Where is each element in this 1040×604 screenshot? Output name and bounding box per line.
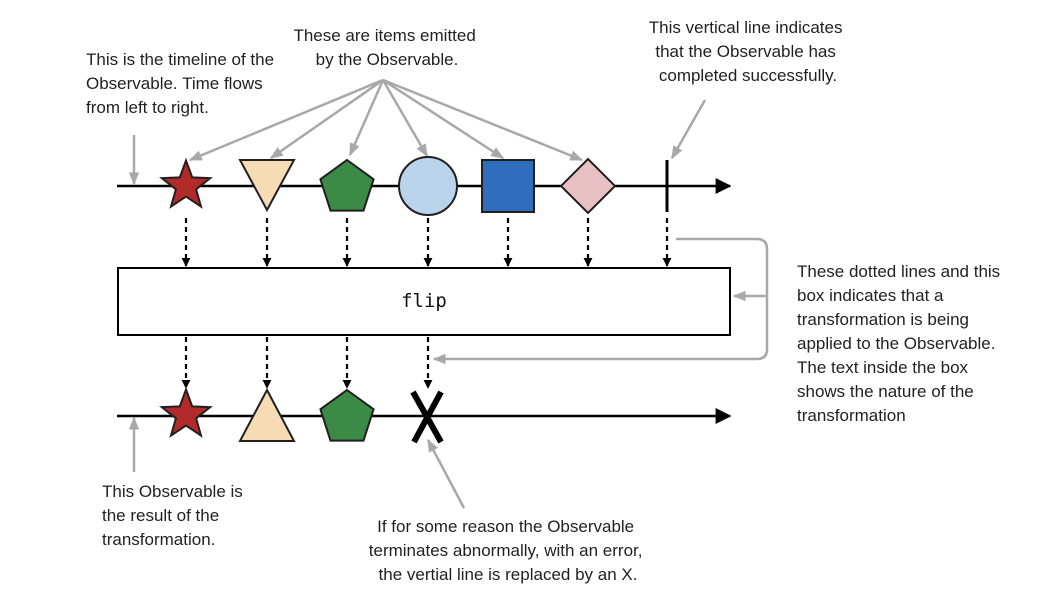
item-pointer-triangle xyxy=(269,78,384,160)
error-pointer xyxy=(426,438,466,509)
item-pointer-diamond xyxy=(382,78,584,162)
items-annotation: These are items emitted by the Observabl… xyxy=(293,26,480,69)
pentagon-icon xyxy=(319,158,375,212)
output-dashed-arrows xyxy=(181,337,433,389)
pentagon-icon xyxy=(319,388,375,442)
triangle-up-icon xyxy=(238,387,296,442)
item-pointer-star xyxy=(188,78,384,162)
star-icon xyxy=(159,157,213,209)
transform-annotation: These dotted lines and this box indicate… xyxy=(797,262,1005,425)
completion-annotation: This vertical line indicates that the Ob… xyxy=(649,18,847,85)
circle-icon xyxy=(398,156,458,216)
result-annotation: This Observable is the result of the tra… xyxy=(102,482,248,549)
error-x-icon xyxy=(410,390,444,444)
annotation-arrows xyxy=(128,78,769,509)
item-pointer-pentagon xyxy=(348,79,385,157)
star-icon xyxy=(159,386,213,438)
triangle-down-icon xyxy=(238,159,296,213)
item-pointer-circle xyxy=(381,79,429,158)
error-annotation: If for some reason the Observable termin… xyxy=(369,517,647,584)
diamond-icon xyxy=(559,157,617,215)
operator-label: flip xyxy=(401,290,447,312)
square-icon xyxy=(481,159,535,213)
completion-pointer xyxy=(670,99,707,160)
timeline-annotation: This is the timeline of the Observable. … xyxy=(86,50,279,117)
operator-box xyxy=(117,267,731,336)
transform-bracket xyxy=(432,237,769,365)
item-pointer-square xyxy=(382,78,505,160)
input-dashed-arrows xyxy=(181,218,672,267)
